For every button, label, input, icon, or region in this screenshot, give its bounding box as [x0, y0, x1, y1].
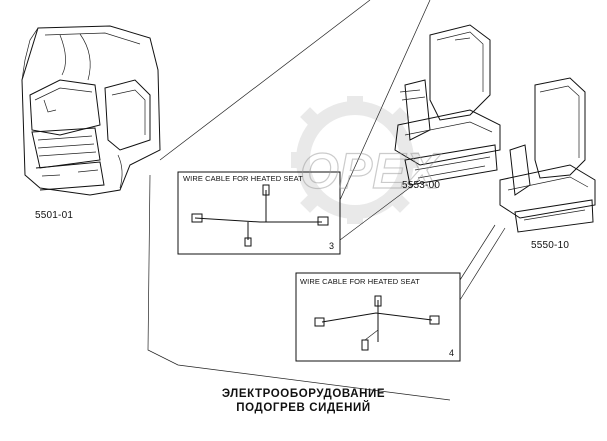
callout-3-title: WIRE CABLE FOR HEATED SEAT [183, 174, 303, 183]
watermark-text: OPEX [300, 143, 442, 199]
callout-box-3 [177, 0, 431, 255]
driver-seat-illustration [394, 24, 501, 186]
callout-4-number: 4 [449, 348, 455, 358]
passenger-seat-illustration [499, 77, 596, 233]
caption-line-2: ПОДОГРЕВ СИДЕНИЙ [236, 402, 371, 414]
part-label-cab: 5501-01 [35, 210, 74, 221]
part-label-seat-passenger: 5550-10 [531, 240, 570, 251]
caption-line-1: ЭЛЕКТРООБОРУДОВАНИЕ [221, 388, 386, 400]
leader-line [147, 174, 451, 401]
part-label-seat-driver: 5553-00 [402, 180, 441, 191]
leader-line [159, 0, 371, 161]
callout-box-4 [295, 224, 506, 362]
callout-3-number: 3 [329, 241, 335, 251]
truck-cab-illustration [21, 25, 161, 196]
callout-4-title: WIRE CABLE FOR HEATED SEAT [300, 277, 420, 286]
